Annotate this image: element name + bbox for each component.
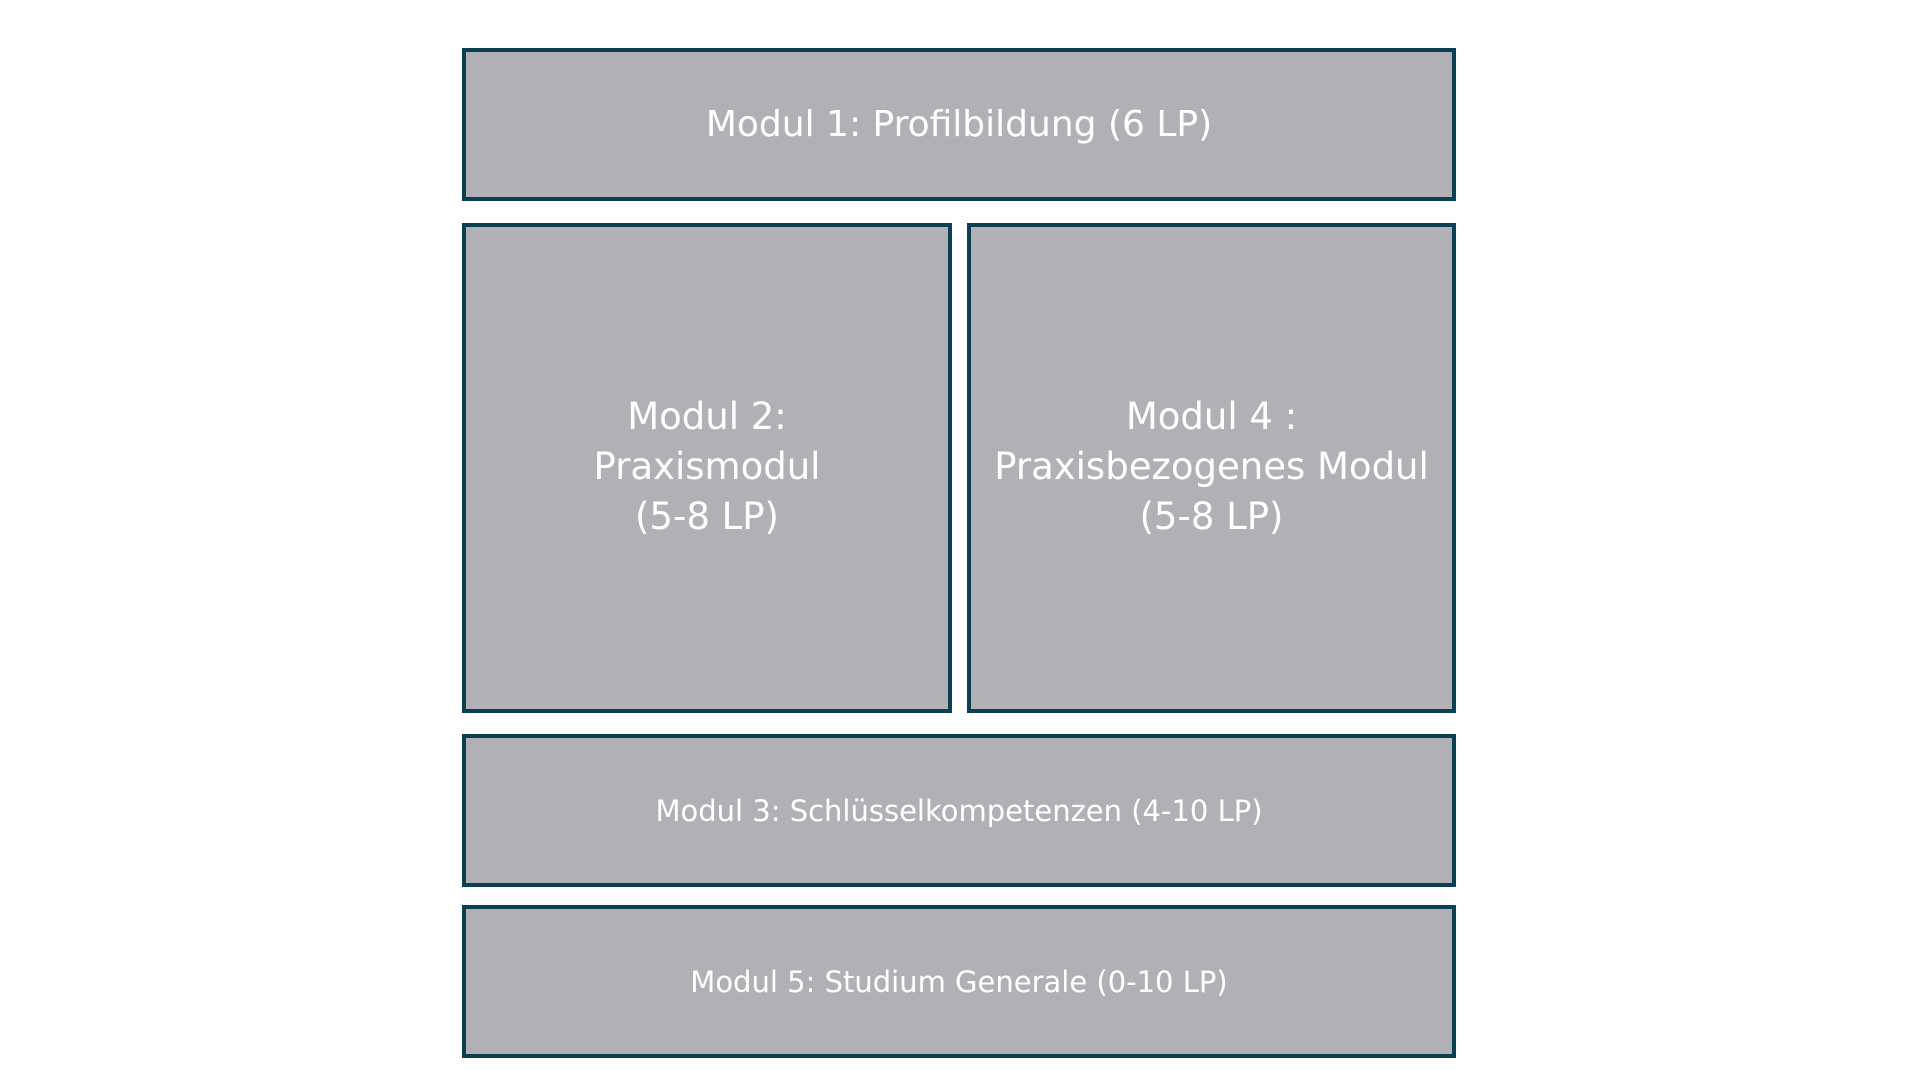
module-3-box: Modul 3: Schlüsselkompetenzen (4-10 LP) [462,734,1456,887]
module-3-label: Modul 3: Schlüsselkompetenzen (4-10 LP) [655,793,1263,828]
module-2-label-line-3: (5-8 LP) [635,495,779,538]
module-4-label-line-1: Modul 4 : [1125,395,1298,438]
module-4-label-line-3: (5-8 LP) [1139,495,1284,538]
module-1-label: Modul 1: Profilbildung (6 LP) [705,104,1213,145]
module-1-box: Modul 1: Profilbildung (6 LP) [462,48,1456,201]
module-5-label: Modul 5: Studium Generale (0-10 LP) [690,964,1228,999]
module-4-box: Modul 4 : Praxisbezogenes Modul (5-8 LP) [967,223,1456,713]
module-5-box: Modul 5: Studium Generale (0-10 LP) [462,905,1456,1058]
module-2-box: Modul 2: Praxismodul (5-8 LP) [462,223,952,713]
module-4-label-line-2: Praxisbezogenes Modul [994,445,1429,488]
module-2-label-line-2: Praxismodul [593,445,821,488]
module-2-label-line-1: Modul 2: [627,395,787,438]
